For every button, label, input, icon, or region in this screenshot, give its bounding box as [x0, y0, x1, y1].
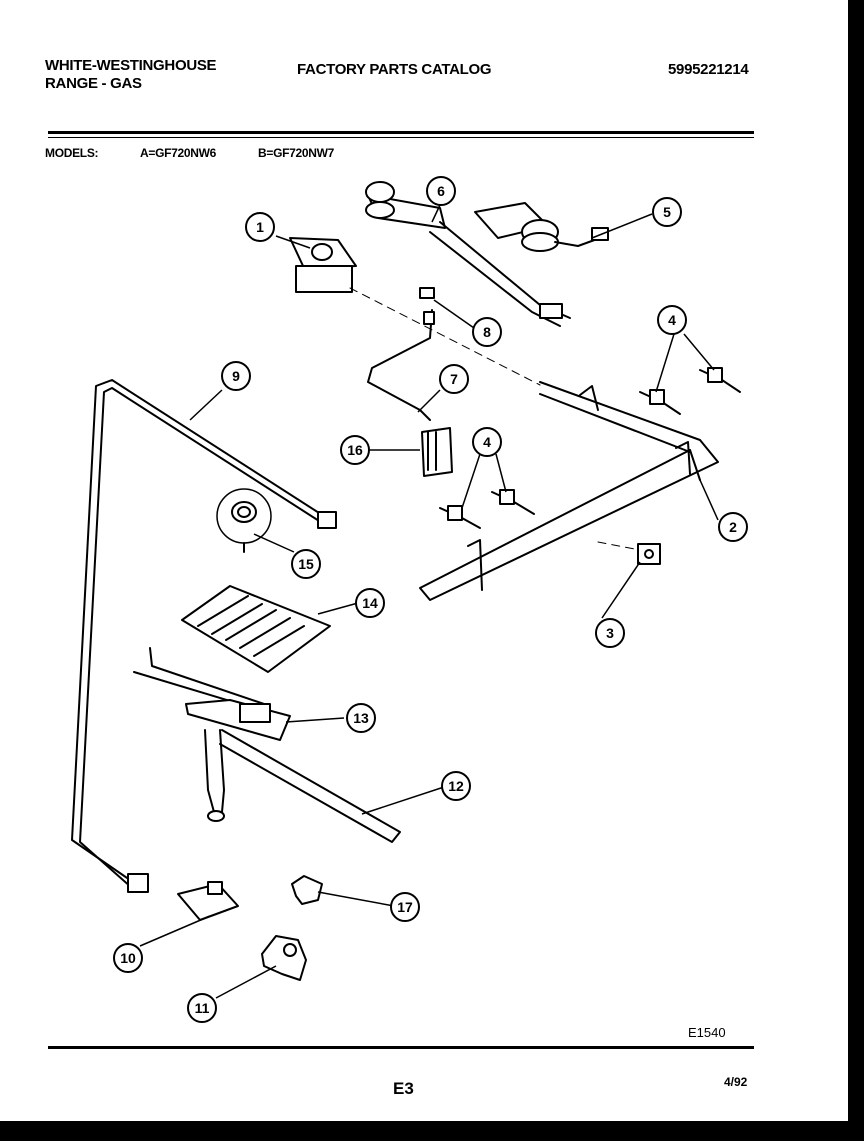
callout-bubble-5: [652, 197, 682, 227]
callout-bubble-11: [187, 993, 217, 1023]
callout-bubble-8: [472, 317, 502, 347]
valve-4-c: [439, 505, 481, 529]
callout-bubble-9: [221, 361, 251, 391]
baffle-14: [181, 585, 331, 673]
callout-bubble-14: [355, 588, 385, 618]
header-rule-top: [48, 131, 754, 134]
callout-number: 4: [483, 434, 491, 450]
manifold-2: [419, 381, 719, 601]
callout-number: 17: [397, 899, 413, 915]
callout-bubble-6: [426, 176, 456, 206]
callout-bubble-4: [472, 427, 502, 457]
callout-number: 7: [450, 371, 458, 387]
models-label: MODELS:: [45, 146, 99, 160]
burner-5: [474, 202, 609, 252]
oven-burner-12: [204, 729, 401, 843]
burner-tube-6: [365, 181, 571, 327]
model-b: B=GF720NW7: [258, 146, 335, 160]
callout-number: 2: [729, 519, 737, 535]
callout-bubble-17: [390, 892, 420, 922]
callout-bubble-3: [595, 618, 625, 648]
switch-3: [637, 543, 661, 565]
callout-bubble-2: [718, 512, 748, 542]
callout-bubble-7: [439, 364, 469, 394]
callout-bubble-12: [441, 771, 471, 801]
ignition-wire-7: [367, 287, 435, 421]
callout-number: 3: [606, 625, 614, 641]
callout-number: 6: [437, 183, 445, 199]
callout-number: 12: [448, 778, 464, 794]
callout-number: 13: [353, 710, 369, 726]
exploded-parts-diagram: [71, 181, 741, 999]
callout-bubble-1: [245, 212, 275, 242]
callout-bubble-10: [113, 943, 143, 973]
callout-number: 8: [483, 324, 491, 340]
catalog-title: FACTORY PARTS CATALOG: [297, 61, 492, 78]
gas-line-9: [71, 379, 337, 893]
callout-number: 1: [256, 219, 264, 235]
revision-date: 4/92: [724, 1075, 748, 1089]
callout-bubble-13: [346, 703, 376, 733]
catalog-number: 5995221214: [668, 61, 749, 78]
callout-number: 4: [668, 312, 676, 328]
callout-number: 14: [362, 595, 378, 611]
clamp-17: [291, 875, 323, 905]
brand-line-1: WHITE-WESTINGHOUSE: [45, 57, 217, 74]
callout-number: 16: [347, 442, 363, 458]
spark-module-16: [421, 427, 453, 477]
bracket-11: [261, 935, 307, 981]
callout-bubble-4: [657, 305, 687, 335]
valve-4-a: [639, 389, 681, 415]
callout-number: 9: [232, 368, 240, 384]
oven-burner-assembly-13: [133, 647, 291, 741]
brand-line-2: RANGE - GAS: [45, 75, 142, 92]
parts-sheet: WHITE-WESTINGHOUSE RANGE - GAS FACTORY P…: [0, 0, 848, 1121]
valve-4-b: [699, 367, 741, 393]
page-number: E3: [393, 1079, 414, 1098]
callout-number: 15: [298, 556, 314, 572]
diagram-code: E1540: [688, 1025, 726, 1040]
callout-number: 11: [195, 1000, 210, 1016]
callout-bubble-15: [291, 549, 321, 579]
orifice-holder-10: [177, 881, 239, 921]
callout-bubble-16: [340, 435, 370, 465]
callout-number: 5: [663, 204, 671, 220]
model-a: A=GF720NW6: [140, 146, 217, 160]
header-rule-thin: [48, 137, 754, 138]
valve-4-d: [491, 489, 535, 515]
nut-15: [216, 488, 272, 553]
footer-rule: [48, 1046, 754, 1049]
callout-number: 10: [120, 950, 136, 966]
valve-1: [289, 237, 357, 293]
